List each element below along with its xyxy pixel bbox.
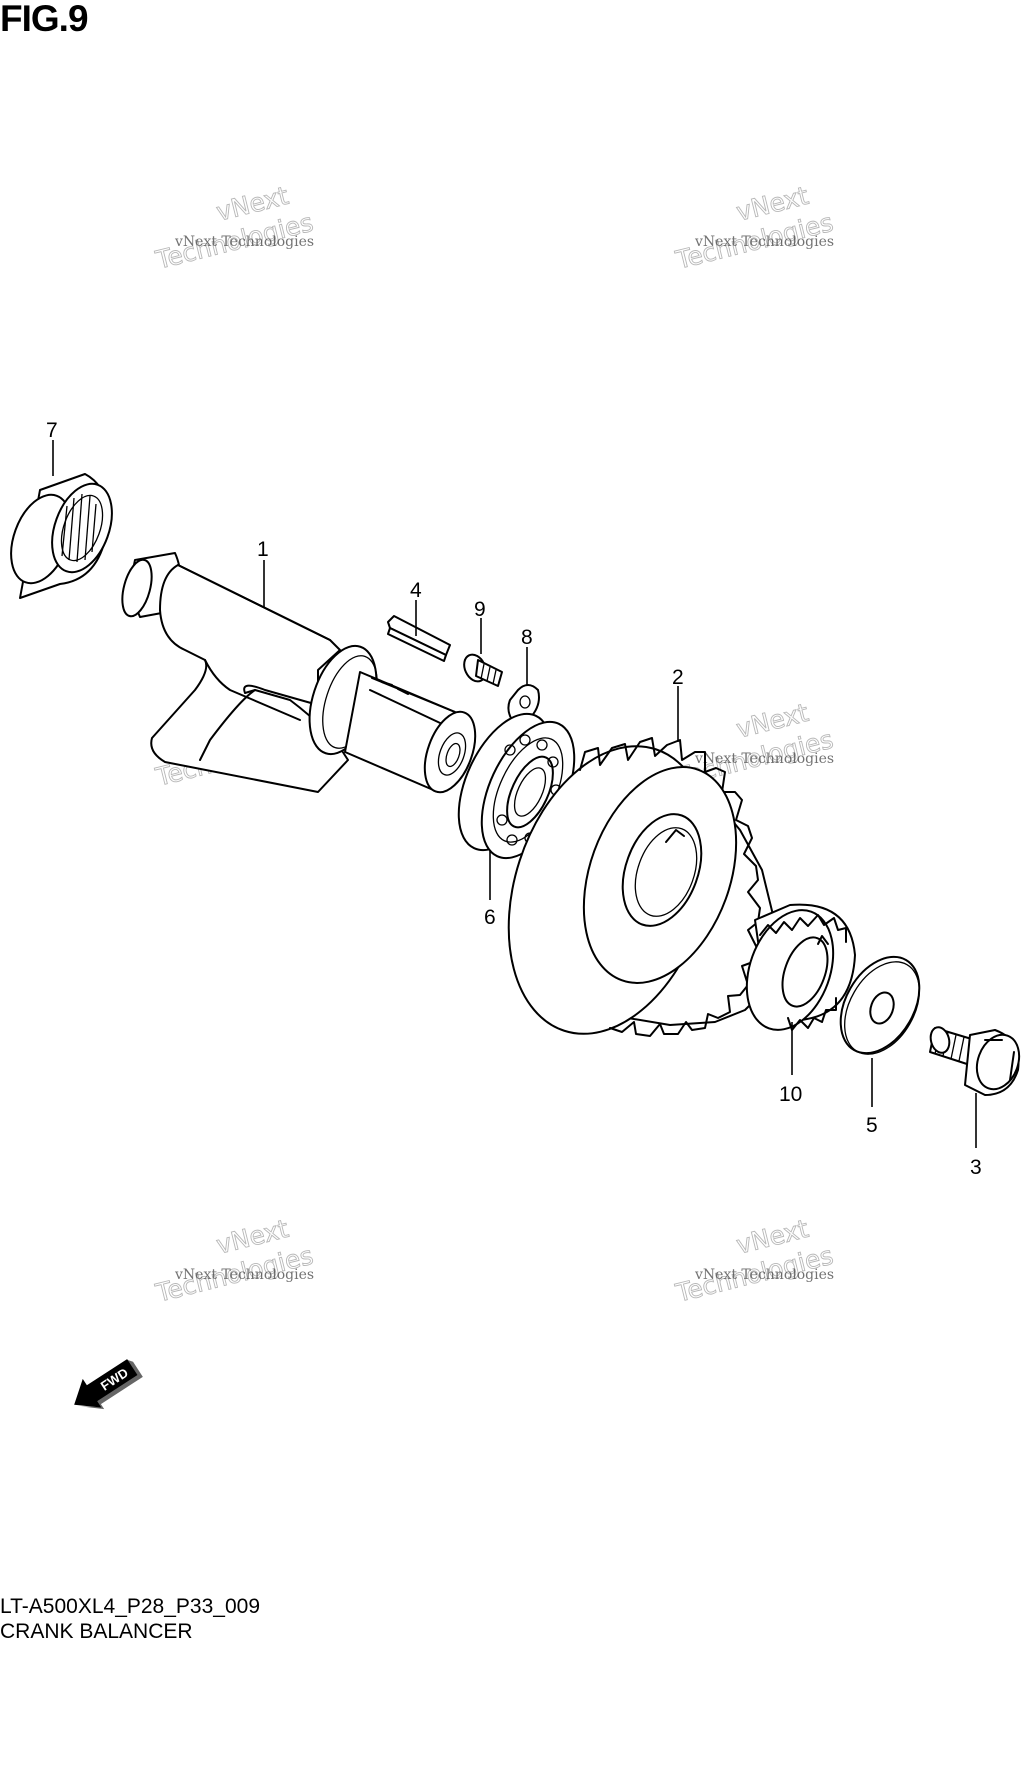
part-2-balancer-gear (507, 737, 774, 1037)
part-9-bolt (463, 653, 503, 687)
part-3-flange-bolt (929, 1026, 1021, 1096)
callout-2: 2 (672, 666, 684, 689)
diagram-footer: LT-A500XL4_P28_P33_009 CRANK BALANCER (0, 1594, 260, 1644)
figure-title: FIG.9 (0, 0, 89, 39)
part-1-balancer-shaft (121, 552, 477, 794)
part-10-drive-gear (745, 903, 856, 1031)
diagram-name: CRANK BALANCER (0, 1620, 193, 1644)
watermark-bottom-right: vNext Technologies vNext Technologies (672, 1213, 837, 1308)
watermark-top-right: vNext Technologies vNext Technologies (672, 180, 837, 275)
part-4-key (387, 615, 451, 662)
callout-10: 10 (779, 1083, 802, 1106)
callout-9: 9 (474, 598, 486, 621)
part-5-washer (839, 955, 921, 1055)
part-7-needle-bearing (10, 473, 113, 599)
callout-7: 7 (46, 419, 58, 442)
callout-6: 6 (484, 906, 496, 929)
callout-8: 8 (521, 626, 533, 649)
watermark-text: vNext Technologies (694, 234, 834, 250)
callout-5: 5 (866, 1114, 878, 1137)
callout-4: 4 (410, 579, 422, 602)
watermark-text: vNext Technologies (174, 1267, 314, 1283)
watermark-bottom-left: vNext Technologies vNext Technologies (152, 1213, 317, 1308)
watermark-text: vNext Technologies (694, 1267, 834, 1283)
watermark-text: vNext Technologies (694, 751, 834, 767)
fwd-arrow-icon: FWD (74, 1359, 143, 1410)
callout-1: 1 (257, 538, 269, 561)
watermark-text: vNext Technologies (174, 234, 314, 250)
watermark-top-left: vNext Technologies vNext Technologies (152, 180, 317, 275)
diagram-code: LT-A500XL4_P28_P33_009 (0, 1595, 260, 1618)
callout-3: 3 (970, 1156, 982, 1179)
